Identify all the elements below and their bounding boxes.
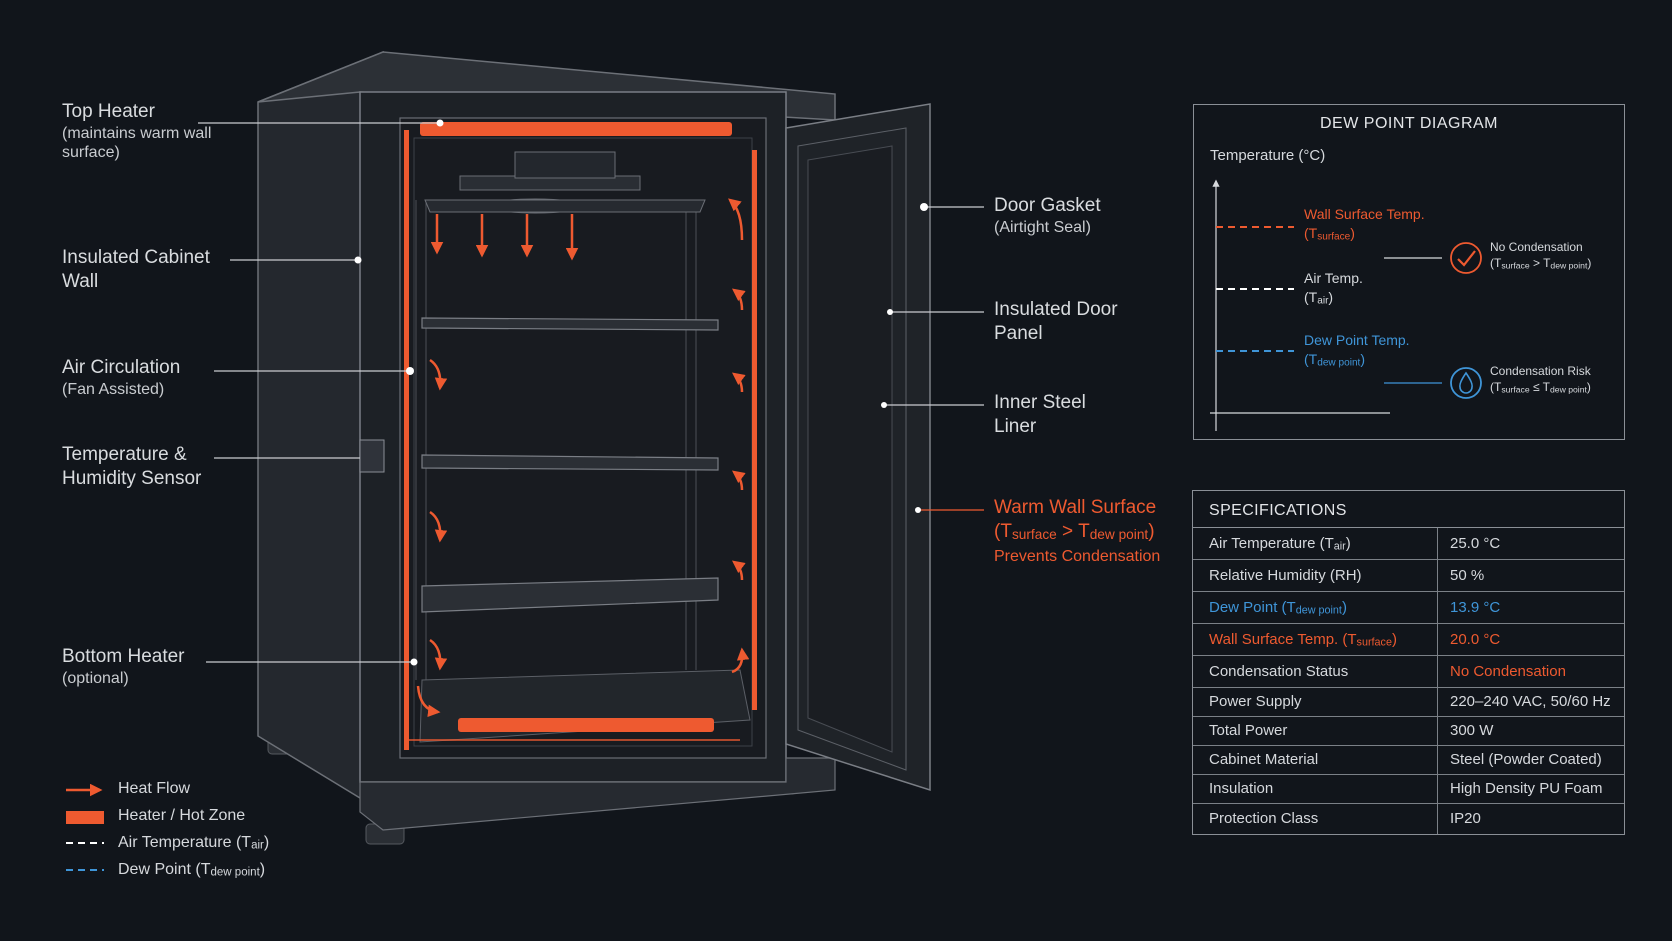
air-circulation-sub: (Fan Assisted)	[62, 381, 165, 398]
dew-diagram-title: DEW POINT DIAGRAM	[1320, 115, 1498, 132]
callout-bottom-heater: Bottom Heater (optional)	[62, 645, 185, 688]
table-row: Total Power 300 W	[1193, 717, 1624, 746]
air-circulation-title: Air Circulation	[62, 357, 181, 378]
callout-top-heater: Top Heater (maintains warm wall surface)	[62, 100, 212, 162]
spec-value: High Density PU Foam	[1450, 780, 1603, 797]
specs-title: SPECIFICATIONS	[1193, 491, 1624, 528]
dew-point-diagram: DEW POINT DIAGRAM Temperature (°C) Wall …	[1193, 104, 1625, 440]
sensor-box	[359, 439, 385, 473]
bottom-heater-title: Bottom Heater	[62, 646, 185, 667]
top-heater-sub: (maintains warm wall surface)	[62, 125, 212, 161]
spec-value: IP20	[1450, 810, 1481, 827]
table-row: Dew Point (Tdew point) 13.9 °C	[1193, 592, 1624, 624]
table-row: Condensation Status No Condensation	[1193, 656, 1624, 688]
spec-value: 13.9 °C	[1450, 599, 1501, 616]
dew-axis-title: Temperature (°C)	[1210, 147, 1326, 164]
legend-dew-point: Dew Point (Tdew point)	[118, 861, 266, 879]
condensation-risk-label: Condensation Risk(Tsurface ≤ Tdew point)	[1490, 364, 1591, 395]
spec-key: Condensation Status	[1193, 656, 1438, 687]
spec-value: 25.0 °C	[1450, 535, 1501, 552]
legend-air-temp: Air Temperature (Tair)	[118, 834, 270, 852]
spec-key: Total Power	[1193, 717, 1438, 745]
callout-sensor: Temperature & Humidity Sensor	[62, 444, 202, 489]
specifications-table: SPECIFICATIONS Air Temperature (Tair) 25.…	[1192, 490, 1625, 835]
callout-warm-wall: Warm Wall Surface (Tsurface > Tdew point…	[994, 496, 1160, 566]
no-condensation-label: No Condensation(Tsurface > Tdew point)	[1490, 240, 1592, 271]
wall-surface-label: Wall Surface Temp.(Tsurface)	[1304, 206, 1425, 243]
table-row: Wall Surface Temp. (Tsurface) 20.0 °C	[1193, 624, 1624, 656]
warm-wall-title: Warm Wall Surface	[994, 497, 1157, 518]
dew-diagram-lines	[1210, 179, 1482, 431]
heat-flow-arrows	[416, 198, 750, 718]
table-row: Power Supply 220–240 VAC, 50/60 Hz	[1193, 688, 1624, 717]
leader-dots	[354, 119, 928, 666]
spec-key: Relative Humidity (RH)	[1193, 560, 1438, 591]
spec-key: Air Temperature (Tair)	[1193, 528, 1438, 559]
shelves	[421, 317, 719, 613]
spec-key: Dew Point (Tdew point)	[1193, 592, 1438, 623]
bottom-heater-sub: (optional)	[62, 670, 129, 687]
spec-key: Insulation	[1193, 775, 1438, 803]
warm-wall-formula: (Tsurface > Tdew point)	[994, 521, 1155, 543]
warm-wall-sub: Prevents Condensation	[994, 548, 1161, 566]
fan-unit	[424, 151, 706, 214]
door-gasket-sub: (Airtight Seal)	[994, 219, 1091, 236]
callout-air-circulation: Air Circulation (Fan Assisted)	[62, 356, 180, 399]
air-temp-label: Air Temp.(Tair)	[1304, 270, 1363, 307]
cabinet-interior	[399, 117, 767, 759]
legend-heater-zone: Heater / Hot Zone	[118, 807, 246, 824]
spec-value: 220–240 VAC, 50/60 Hz	[1450, 693, 1611, 710]
legend-heat-flow: Heat Flow	[118, 780, 191, 797]
cabinet-base	[359, 757, 836, 831]
spec-value: Steel (Powder Coated)	[1450, 751, 1602, 768]
table-row: Relative Humidity (RH) 50 %	[1193, 560, 1624, 592]
callout-insulated-door: Insulated Door Panel	[994, 299, 1118, 344]
callout-door-gasket: Door Gasket (Airtight Seal)	[994, 194, 1101, 237]
spec-key: Power Supply	[1193, 688, 1438, 716]
droplet-icon	[1450, 367, 1482, 399]
callout-inner-liner: Inner Steel Liner	[994, 392, 1086, 437]
callout-insulated-wall: Insulated Cabinet Wall	[62, 247, 210, 292]
spec-value: 50 %	[1450, 567, 1485, 584]
leader-lines	[198, 122, 984, 663]
spec-key: Protection Class	[1193, 804, 1438, 834]
specs-rows: Air Temperature (Tair) 25.0 °C Relative Hu…	[1193, 528, 1624, 834]
table-row: Protection Class IP20	[1193, 804, 1624, 834]
top-heater-title: Top Heater	[62, 101, 155, 122]
spec-value: No Condensation	[1450, 663, 1566, 680]
check-icon	[1450, 242, 1482, 274]
table-row: Cabinet Material Steel (Powder Coated)	[1193, 746, 1624, 775]
spec-value: 20.0 °C	[1450, 631, 1501, 648]
spec-key: Wall Surface Temp. (Tsurface)	[1193, 624, 1438, 655]
dew-point-label: Dew Point Temp.(Tdew point)	[1304, 332, 1410, 369]
spec-key: Cabinet Material	[1193, 746, 1438, 774]
table-row: Insulation High Density PU Foam	[1193, 775, 1624, 804]
table-row: Air Temperature (Tair) 25.0 °C	[1193, 528, 1624, 560]
cabinet-door	[785, 103, 931, 792]
legend-swatches	[66, 783, 104, 871]
spec-value: 300 W	[1450, 722, 1494, 739]
door-gasket-title: Door Gasket	[994, 195, 1101, 216]
